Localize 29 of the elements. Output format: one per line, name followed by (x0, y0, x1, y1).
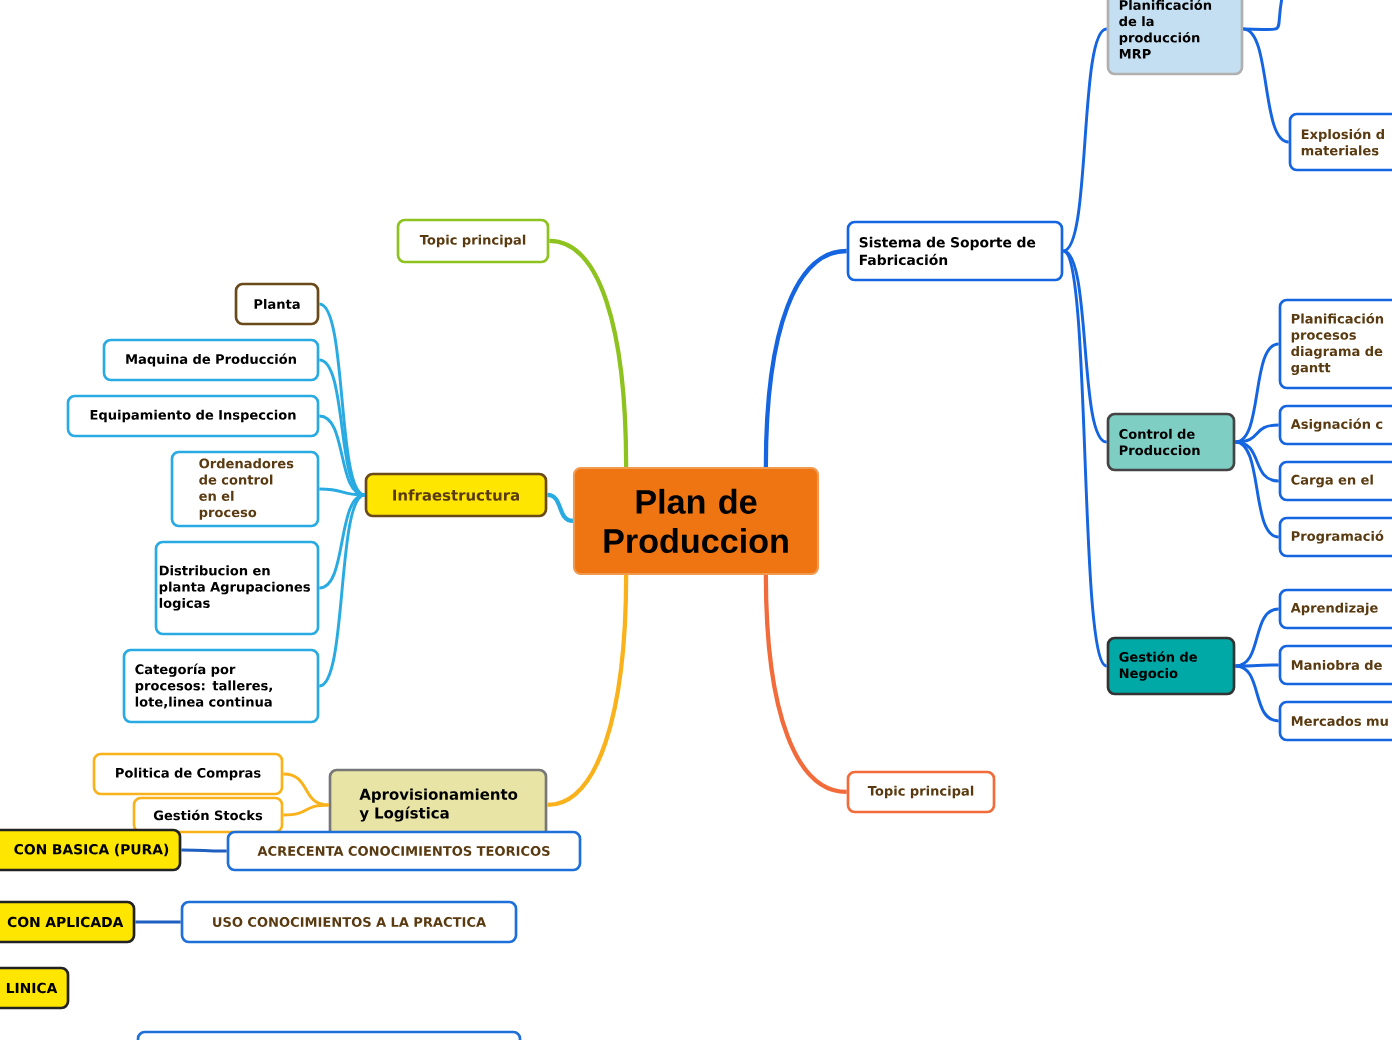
branch-line (1062, 250, 1108, 667)
branch-line (1243, 0, 1286, 32)
branch-line (1235, 607, 1279, 668)
branch-line (1235, 664, 1279, 723)
branch-line (319, 487, 365, 497)
branch-line (763, 575, 847, 795)
branch-line (1242, 27, 1290, 144)
branch-line (549, 238, 629, 467)
branch-line (318, 302, 366, 497)
branch-line (1234, 440, 1280, 539)
branch-line (318, 493, 366, 688)
branch-line (181, 848, 227, 853)
branch-line (1235, 663, 1279, 668)
branch-line (1235, 423, 1279, 444)
branch-line (1234, 342, 1280, 444)
branch-line (318, 493, 366, 590)
topic-box (136, 1030, 522, 1040)
central-topic: Plan de Produccion (572, 466, 820, 576)
branch-line (318, 358, 366, 497)
branch-line (1235, 440, 1279, 483)
branch-line (135, 920, 181, 924)
branch-line (283, 803, 329, 817)
branch-line (547, 492, 574, 524)
branch-line (1062, 27, 1108, 253)
branch-line (319, 414, 366, 497)
branch-line (763, 248, 847, 467)
branch-line (283, 772, 329, 807)
branch-line (547, 575, 629, 808)
branch-line (1062, 249, 1108, 444)
